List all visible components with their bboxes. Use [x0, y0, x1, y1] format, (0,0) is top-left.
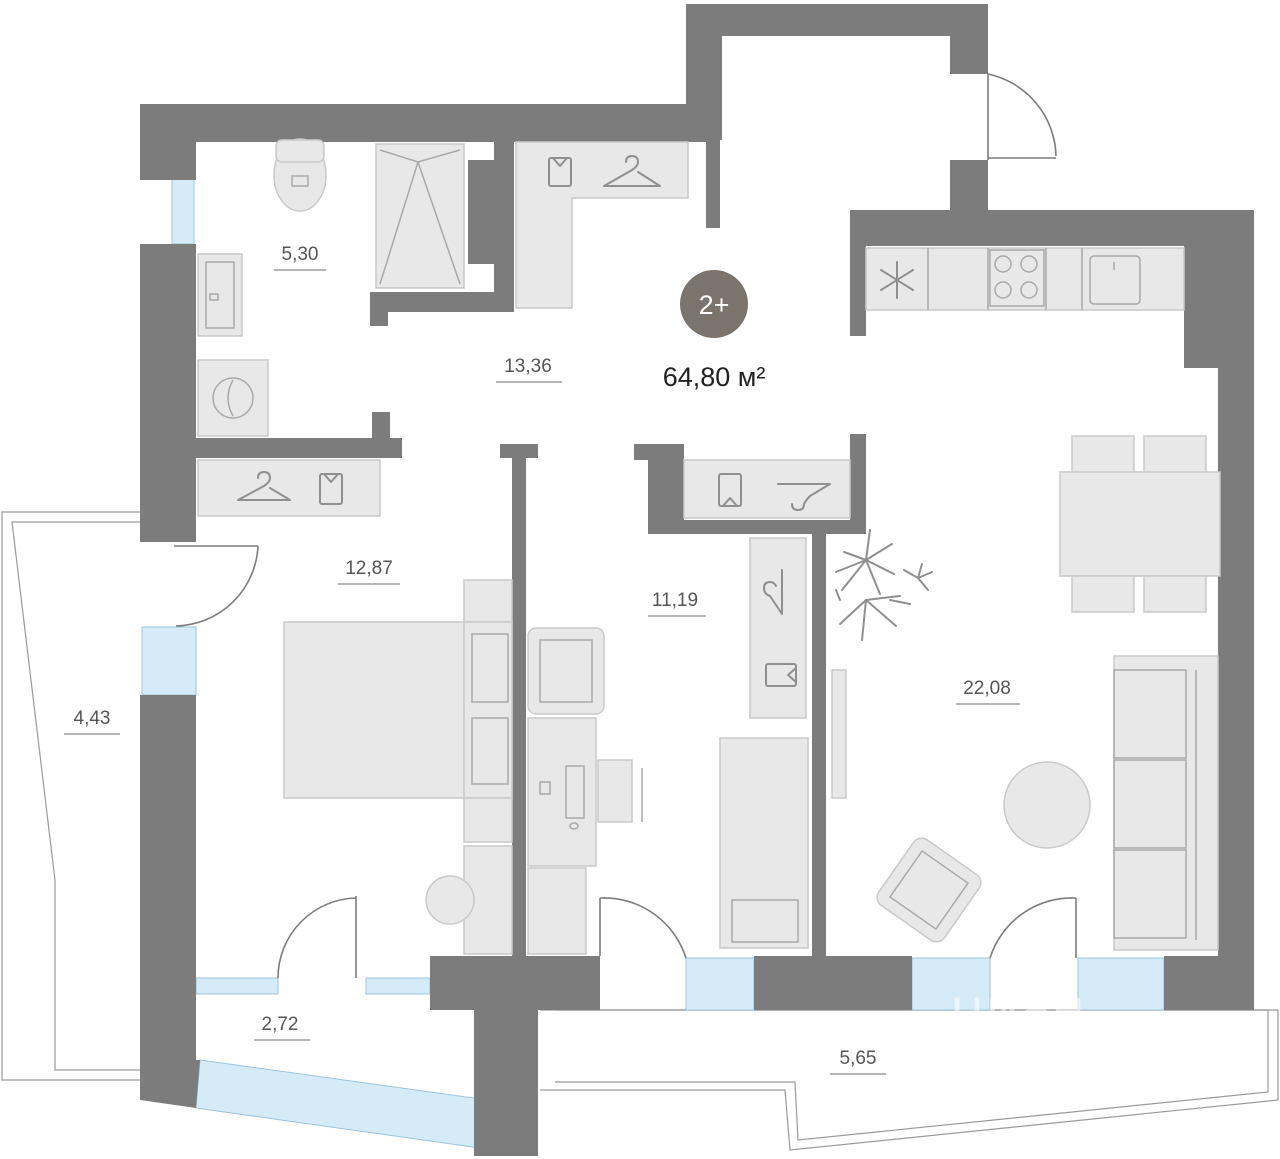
hanger-icon — [777, 483, 831, 511]
area-bedroom: 12,87 — [345, 558, 393, 579]
study-furniture — [527, 627, 809, 955]
desk-icon — [527, 717, 643, 867]
watermark: циан — [950, 979, 1085, 1039]
stove-icon — [987, 248, 1047, 310]
area-balcony-bottom: 5,65 — [840, 1048, 877, 1069]
area-living-kitchen: 22,08 — [963, 678, 1011, 699]
wardrobes — [197, 141, 851, 719]
rooms-badge — [680, 270, 748, 338]
rooms-badge-text: 2+ — [699, 290, 730, 320]
armchair-icon — [527, 627, 605, 715]
bathroom-fixtures — [197, 138, 465, 437]
shower-icon — [375, 143, 465, 289]
room-area-labels: 5,30 13,36 12,87 11,19 22,08 4,43 2,72 5… — [64, 244, 1020, 1075]
toilet-icon — [273, 138, 327, 212]
doors — [174, 73, 1077, 979]
fridge-icon — [880, 248, 929, 310]
sink-icon — [197, 253, 243, 337]
coffee-table-icon — [1003, 761, 1091, 849]
hanger-icon — [237, 471, 291, 501]
kitchen-sink-icon — [1081, 248, 1141, 310]
chair-icon — [425, 875, 475, 925]
sofa-bed-icon — [719, 737, 809, 949]
sofa-icon — [1113, 655, 1219, 951]
area-balcony-small: 2,72 — [262, 1014, 299, 1035]
kitchen-furniture — [865, 247, 1185, 311]
area-study: 11,19 — [652, 590, 698, 611]
walls — [140, 4, 1254, 1156]
area-balcony-left: 4,43 — [74, 708, 111, 729]
living-furniture — [831, 435, 1221, 951]
hanger-icon — [603, 155, 661, 187]
total-area: 64,80 м² — [663, 362, 766, 392]
area-bathroom: 5,30 — [282, 244, 319, 265]
area-hallway: 13,36 — [504, 356, 552, 377]
shirt-icon — [718, 473, 742, 507]
shirt-icon — [765, 663, 797, 687]
hanger-icon — [763, 569, 783, 615]
mirror-icon — [831, 669, 847, 799]
bed-icon — [283, 579, 513, 843]
armchair-icon — [876, 837, 982, 943]
apartment-summary: 2+ 64,80 м² — [663, 270, 766, 392]
washing-machine-icon — [197, 359, 269, 437]
shirt-icon — [548, 157, 572, 187]
bedroom-furniture — [283, 579, 513, 955]
plant-icon — [835, 529, 933, 641]
dining-table-icon — [1059, 435, 1221, 613]
shirt-icon — [319, 473, 343, 505]
